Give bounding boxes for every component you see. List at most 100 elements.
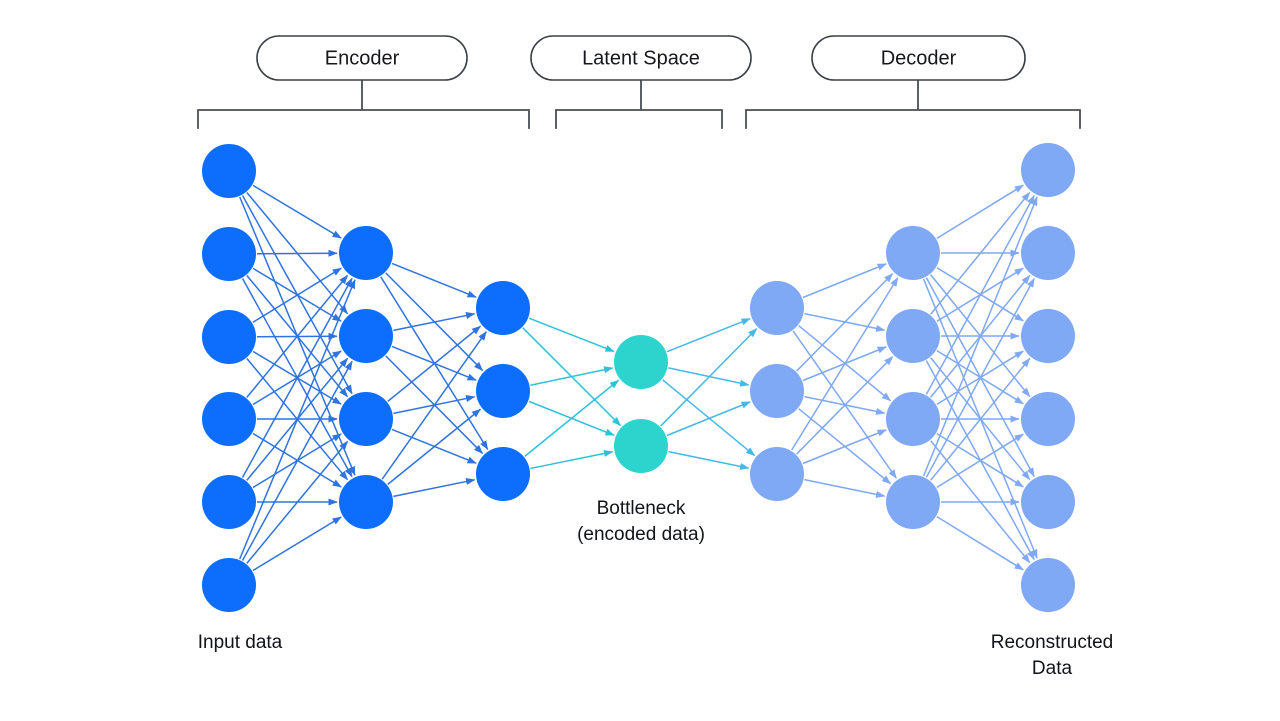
- node-input-2: [202, 227, 256, 281]
- edge: [936, 433, 1024, 488]
- node-output-2: [1021, 226, 1075, 280]
- edges-input-to-enc-h1: [238, 184, 356, 572]
- edge: [930, 191, 1031, 315]
- edges-dec-h2-to-output: [922, 184, 1038, 571]
- node-dec-h2-1: [886, 226, 940, 280]
- edge: [246, 274, 349, 398]
- edge: [246, 440, 349, 564]
- edges-enc-h1-to-enc-h2: [380, 262, 489, 498]
- edge: [241, 277, 353, 478]
- section-brackets: [197, 80, 1081, 129]
- edge: [666, 318, 751, 353]
- encoder-hidden-2: [476, 281, 530, 501]
- edge: [528, 317, 615, 353]
- edge: [930, 357, 1031, 481]
- edge: [802, 263, 887, 299]
- node-dec-h2-4: [886, 475, 940, 529]
- caption-line: Reconstructed: [991, 632, 1114, 653]
- node-enc-h1-3: [339, 392, 393, 446]
- edge: [393, 478, 476, 498]
- edge: [796, 273, 894, 372]
- node-dec-h2-2: [886, 309, 940, 363]
- section-pill-decoder[interactable]: Decoder: [811, 35, 1026, 81]
- caption-line: (encoded data): [577, 524, 705, 545]
- pill-shape-encoder: [256, 35, 468, 81]
- bottleneck-layer: [614, 335, 668, 473]
- diagram-captions: Input data Bottleneck (encoded data) Recons…: [198, 498, 1114, 679]
- pill-label-decoder: Decoder: [881, 47, 957, 69]
- node-output-6: [1021, 558, 1075, 612]
- decoder-hidden-2: [886, 226, 940, 529]
- caption-input-data: Input data: [198, 632, 283, 653]
- pill-label-encoder: Encoder: [325, 47, 400, 69]
- caption-bottleneck: Bottleneck (encoded data): [577, 498, 705, 545]
- edge: [668, 367, 750, 387]
- node-input-1: [202, 144, 256, 198]
- edge: [668, 450, 750, 470]
- edge: [660, 328, 758, 427]
- node-enc-h2-1: [476, 281, 530, 335]
- node-input-3: [202, 310, 256, 364]
- node-enc-h1-2: [339, 309, 393, 363]
- node-output-4: [1021, 392, 1075, 446]
- edge: [387, 408, 482, 485]
- input-layer: [202, 144, 256, 612]
- node-dec-h1-3: [750, 447, 804, 501]
- node-input-4: [202, 392, 256, 446]
- pill-shape-latent-space: [530, 35, 752, 81]
- node-output-5: [1021, 475, 1075, 529]
- node-output-3: [1021, 309, 1075, 363]
- edge: [791, 277, 899, 451]
- edge: [256, 249, 338, 257]
- section-pill-encoder[interactable]: Encoder: [256, 35, 468, 81]
- bracket-decoder: [745, 109, 1081, 129]
- edge: [252, 516, 342, 572]
- pill-label-latent-space: Latent Space: [582, 47, 700, 69]
- edge: [796, 356, 894, 455]
- edge: [802, 429, 887, 465]
- output-layer: [1021, 143, 1075, 612]
- edge: [925, 277, 1035, 478]
- edge: [666, 401, 751, 437]
- edge: [922, 196, 1038, 477]
- edges-bottleneck-to-dec-h1: [660, 318, 758, 470]
- bracket-latent-space: [555, 109, 723, 129]
- edge: [381, 331, 487, 480]
- node-input-5: [202, 475, 256, 529]
- node-enc-h1-1: [339, 226, 393, 280]
- network-nodes: [202, 143, 1075, 612]
- edge: [530, 450, 614, 470]
- edge: [387, 325, 482, 402]
- decoder-hidden-1: [750, 281, 804, 501]
- node-output-1: [1021, 143, 1075, 197]
- encoder-hidden-1: [339, 226, 393, 529]
- node-enc-h2-2: [476, 364, 530, 418]
- node-enc-h2-3: [476, 447, 530, 501]
- caption-line: Data: [1032, 658, 1073, 679]
- node-enc-h1-4: [339, 475, 393, 529]
- edges-enc-h2-to-bottleneck: [522, 317, 622, 470]
- edge: [252, 267, 342, 323]
- connection-edges: [238, 184, 1038, 572]
- edge: [936, 184, 1024, 239]
- node-dec-h1-1: [750, 281, 804, 335]
- edges-dec-h1-to-dec-h2: [791, 263, 899, 498]
- section-label-pills: Encoder Latent Space Decoder: [256, 35, 1026, 81]
- node-dec-h1-2: [750, 364, 804, 418]
- section-pill-latent-space[interactable]: Latent Space: [530, 35, 752, 81]
- edge: [241, 360, 353, 561]
- node-bottleneck-2: [614, 419, 668, 473]
- edge: [530, 366, 614, 386]
- edge: [238, 279, 356, 560]
- node-dec-h2-3: [886, 392, 940, 446]
- edge: [662, 379, 756, 457]
- edge: [252, 184, 342, 239]
- edge: [804, 478, 886, 498]
- edge: [524, 379, 620, 457]
- caption-line: Bottleneck: [597, 498, 686, 519]
- edge: [391, 262, 477, 298]
- edge: [925, 194, 1035, 395]
